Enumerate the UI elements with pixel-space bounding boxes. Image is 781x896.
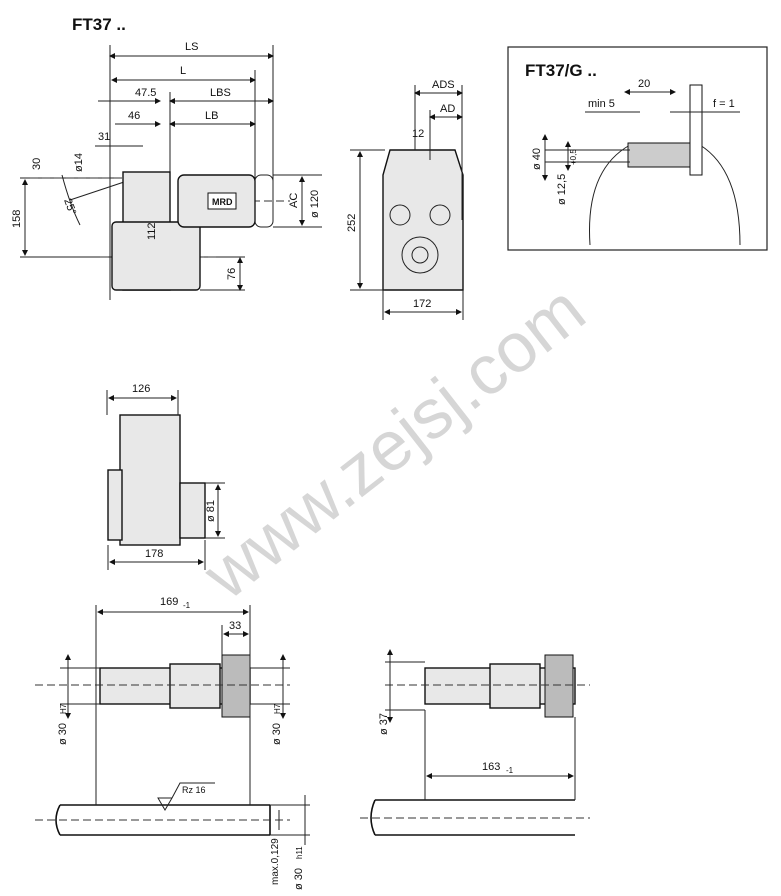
dim-163: 163 <box>482 761 500 773</box>
dim-252: 252 <box>346 214 358 232</box>
dim-37: ø 37 <box>378 713 390 735</box>
dim-ads: ADS <box>432 79 455 91</box>
dim-30: 30 <box>31 158 43 170</box>
dim-33: 33 <box>229 620 241 632</box>
dim-ad: AD <box>440 103 455 115</box>
dim-max-0129: max.0,129 <box>270 838 281 885</box>
dim-angle: 25° <box>61 197 78 217</box>
dim-shaft-30-tol: h11 <box>295 846 304 859</box>
dim-12-5-tol: +0,5 <box>569 149 578 165</box>
dim-12-5: ø 12,5 <box>556 174 568 205</box>
dim-163-tol: -1 <box>506 766 514 775</box>
dim-47-5: 47.5 <box>135 87 156 99</box>
motor-brake <box>254 174 274 228</box>
dim-bore-right-tol: H7 <box>273 703 282 714</box>
motor-plate <box>207 192 237 210</box>
dim-ac: AC <box>288 193 300 208</box>
dim-40: ø 40 <box>531 148 543 170</box>
dim-112: 112 <box>146 222 158 240</box>
dim-81: ø 81 <box>205 500 217 522</box>
dim-bore-left: ø 30 <box>57 723 69 745</box>
dim-31: 31 <box>98 131 110 143</box>
dim-20: 20 <box>638 78 650 90</box>
motor-label: MRD <box>212 197 233 207</box>
dim-lb: LB <box>205 110 218 122</box>
dim-178: 178 <box>145 548 163 560</box>
dim-169: 169 <box>160 596 178 608</box>
dim-46: 46 <box>128 110 140 122</box>
watermark: www.zejsj.com <box>188 270 598 615</box>
dim-14: ø14 <box>73 153 85 172</box>
hollow-shaft-left: 169 -1 33 ø 30 H7 ø 30 H7 Rz 16 max.0,12… <box>35 596 310 890</box>
detail-title: FT37/G .. <box>525 61 597 80</box>
dim-f1: f = 1 <box>713 98 735 110</box>
detail-box-ft37g: FT37/G .. 20 min 5 f = 1 ø 40 ø 12,5 +0,… <box>507 46 768 251</box>
main-title: FT37 .. <box>72 15 126 34</box>
top-view: 126 178 ø 81 <box>106 383 225 570</box>
dim-169-tol: -1 <box>183 601 191 610</box>
hollow-shaft-right: ø 37 163 -1 <box>360 649 590 836</box>
dim-min5: min 5 <box>588 98 615 110</box>
dim-76: 76 <box>226 268 238 280</box>
output-flange <box>111 221 201 291</box>
dim-126: 126 <box>132 383 150 395</box>
dim-shaft-30: ø 30 <box>293 868 305 890</box>
dim-12: 12 <box>412 128 424 140</box>
dim-lbs: LBS <box>210 87 231 99</box>
side-view: ADS AD 12 252 172 <box>346 79 464 320</box>
main-view: FT37 .. <box>11 15 322 300</box>
dim-l: L <box>180 65 186 77</box>
roughness-rz16: Rz 16 <box>182 785 206 795</box>
dim-bore-right: ø 30 <box>271 723 283 745</box>
dim-172: 172 <box>413 298 431 310</box>
dim-158: 158 <box>11 210 23 228</box>
dim-120: ø 120 <box>309 190 321 218</box>
dim-ls: LS <box>185 41 198 53</box>
dim-bore-left-tol: H7 <box>59 703 68 714</box>
